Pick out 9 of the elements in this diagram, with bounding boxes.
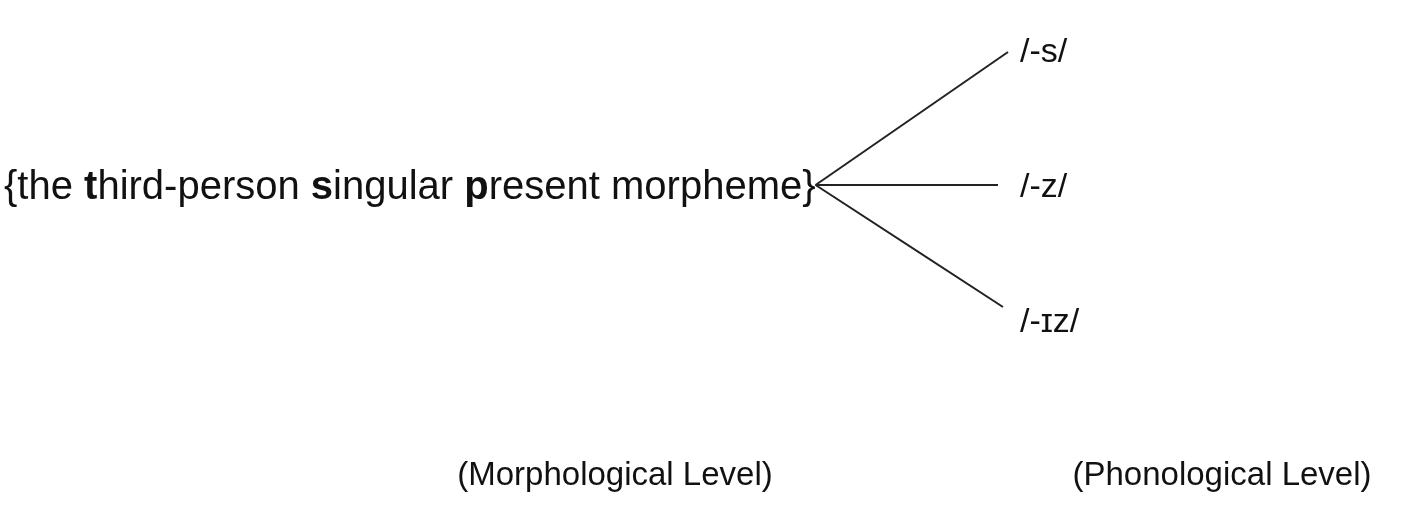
level-label: (Phonological Level)	[1072, 455, 1372, 493]
branch-line	[814, 184, 1004, 308]
branch-line	[814, 51, 1009, 186]
allomorph-text: /-ɪz/	[1020, 300, 1080, 340]
allomorph-text: /-s/	[1020, 30, 1068, 70]
morpheme-text: {the third-person singular present morpheme}	[4, 162, 816, 208]
allomorph-text: /-z/	[1020, 165, 1068, 205]
level-label: (Morphological Level)	[457, 455, 773, 493]
branch-line	[814, 184, 999, 186]
